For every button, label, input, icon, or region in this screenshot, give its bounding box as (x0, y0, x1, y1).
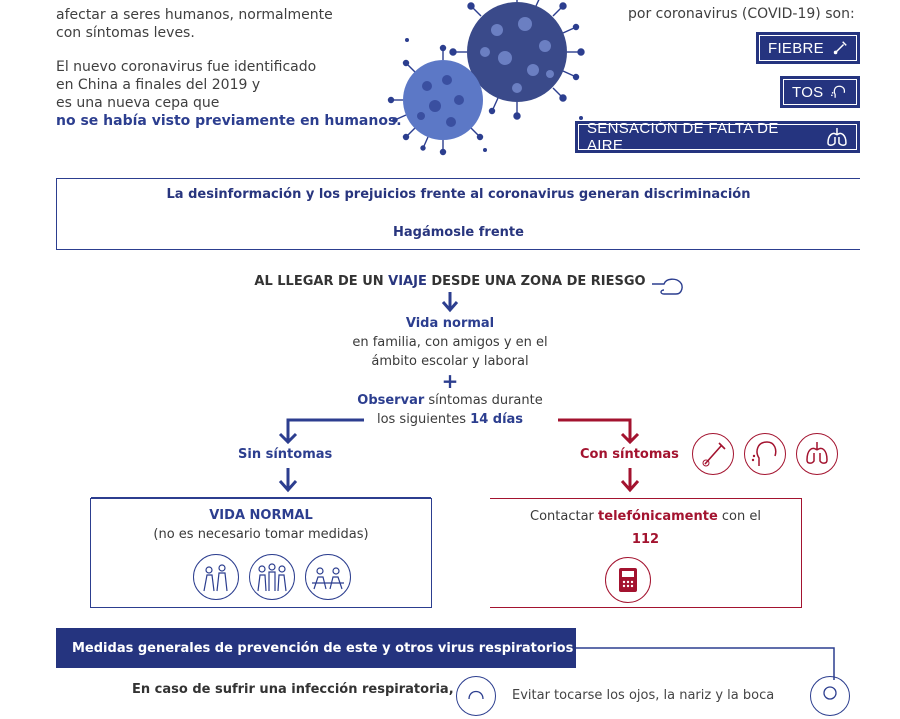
intro-line: en China a finales del 2019 y (56, 77, 261, 93)
arrow-down (441, 292, 459, 313)
cough-icon (831, 85, 846, 98)
lungs-circle (796, 433, 838, 475)
intro-line: afectar a seres humanos, normalmente (56, 7, 333, 23)
intro-line: con síntomas leves. (56, 25, 195, 41)
intro-text-2: El nuevo coronavirus fue identificado en… (56, 58, 402, 130)
symptom-cough: TOS (780, 76, 860, 108)
hand-wash-circle (456, 676, 496, 716)
arrow-down-left (278, 468, 298, 493)
no-measures-text: (no es necesario tomar medidas) (153, 527, 369, 542)
phone-icon (619, 568, 637, 592)
cough-circle (744, 433, 786, 475)
hand-pointer-icon (652, 278, 683, 295)
arrow-down-right (620, 468, 640, 493)
cough-icon (751, 441, 777, 466)
con-sintomas-label: Con síntomas (580, 447, 679, 462)
activity-circle-2 (249, 554, 295, 600)
face-touch-icon (823, 686, 837, 700)
friends-icon (257, 563, 287, 592)
intro-text-1: afectar a seres humanos, normalmente con… (56, 6, 333, 42)
travel-heading-b: VIAJE (388, 274, 427, 289)
contact-a: Contactar (530, 509, 599, 524)
symptom-breath-label: SENSACIÓN DE FALTA DE AIRE (587, 120, 779, 154)
vida-normal-title: Vida normal (405, 316, 495, 331)
thermometer-icon (833, 41, 847, 55)
activity-circle-3 (305, 554, 351, 600)
symptom-cough-label: TOS (792, 83, 824, 101)
thermometer-icon (702, 442, 726, 467)
discrimination-banner: La desinformación y los prejuicios frent… (56, 178, 860, 250)
contact-c: con el (717, 509, 761, 524)
days-value: 14 días (470, 412, 524, 427)
activity-circle-1 (193, 554, 239, 600)
phone-circle (605, 557, 651, 603)
observar-rest: síntomas durante (424, 393, 543, 408)
emergency-number: 112 (631, 532, 660, 547)
family-icon (203, 564, 228, 592)
travel-heading-c: DESDE UNA ZONA DE RIESGO (426, 274, 646, 289)
no-symptoms-box: VIDA NORMAL (no es necesario tomar medid… (90, 497, 432, 608)
virus-icon (387, 0, 585, 156)
prevention-left-text: En caso de sufrir una infección respirat… (132, 682, 454, 697)
contact-text: Contactar telefónicamente con el (490, 509, 801, 524)
intro-line: El nuevo coronavirus fue identificado (56, 59, 317, 75)
intro-highlight: no se había visto previamente en humanos… (56, 113, 402, 129)
symptoms-box: Contactar telefónicamente con el 112 (490, 498, 802, 608)
symptom-fever-label: FIEBRE (768, 39, 824, 57)
travel-heading-a: AL LLEGAR DE UN (254, 274, 389, 289)
split-arrows (278, 418, 640, 445)
fever-circle (692, 433, 734, 475)
vida-normal-desc-2: ámbito escolar y laboral (371, 354, 529, 369)
vida-normal-upper: VIDA NORMAL (209, 508, 313, 523)
school-icon (312, 567, 344, 590)
vida-normal-block: Vida normal en familia, con amigos y en … (300, 314, 600, 429)
lungs-icon (806, 442, 828, 464)
travel-heading: AL LLEGAR DE UN VIAJE DESDE UNA ZONA DE … (0, 274, 900, 289)
symptom-fever: FIEBRE (756, 32, 860, 64)
banner-line-2: Hagámosle frente (393, 225, 524, 240)
days-prefix: los siguientes (376, 412, 471, 427)
lungs-icon (827, 128, 847, 146)
face-circle (810, 676, 850, 716)
prevention-right-text: Evitar tocarse los ojos, la nariz y la b… (512, 688, 775, 703)
sin-sintomas-label: Sin síntomas (238, 447, 333, 462)
symptom-breath: SENSACIÓN DE FALTA DE AIRE (575, 120, 860, 154)
plus-sign: + (441, 369, 459, 393)
contact-b: telefónicamente (598, 509, 718, 524)
banner-line-1: La desinformación y los prejuicios frent… (166, 187, 751, 202)
vida-normal-desc-1: en familia, con amigos y en el (352, 335, 548, 350)
observar-label: Observar (357, 393, 425, 408)
hand-wash-icon (468, 690, 484, 700)
prevention-bar: Medidas generales de prevención de este … (56, 628, 576, 668)
prevention-connector (576, 647, 835, 680)
intro-line: es una nueva cepa que (56, 95, 220, 111)
symptoms-header: por coronavirus (COVID-19) son: (628, 6, 855, 22)
